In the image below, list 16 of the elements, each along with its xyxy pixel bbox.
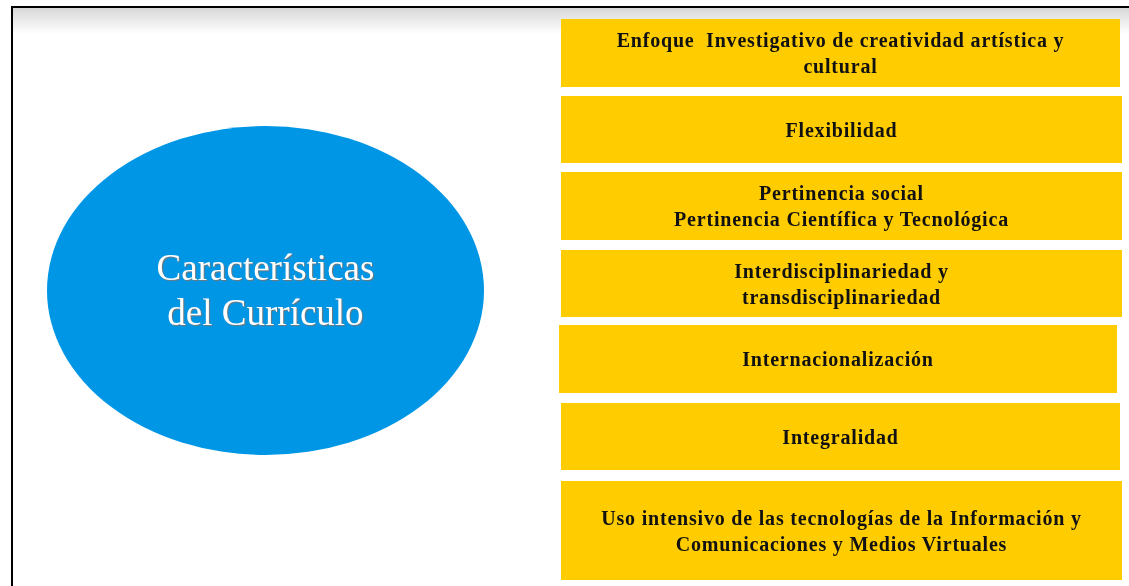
characteristic-box (559, 325, 1117, 393)
characteristic-label: Uso intensivo de las tecnologías de la Información y Comunicaciones y Medios Virtuales (600, 505, 1083, 557)
characteristic-label: Pertinencia Científica y Tecnológica (674, 207, 1009, 232)
characteristic-box (561, 403, 1120, 470)
characteristic-label: Internacionalización (742, 347, 934, 372)
characteristic-box (561, 96, 1122, 163)
characteristic-box (561, 481, 1122, 580)
characteristic-label: Interdisciplinariedad y transdisciplinariedad (733, 258, 950, 310)
topic-title: Características del Currículo (155, 246, 376, 335)
characteristic-label: Flexibilidad (785, 117, 898, 143)
characteristic-label: Enfoque Investigativo de creatividad artística y cultural (615, 28, 1066, 79)
characteristic-label: Integralidad (782, 424, 899, 450)
characteristic-box (561, 250, 1122, 317)
characteristic-label: Pertinencia social (759, 181, 924, 206)
characteristic-box (561, 172, 1122, 240)
characteristic-box (561, 19, 1120, 87)
